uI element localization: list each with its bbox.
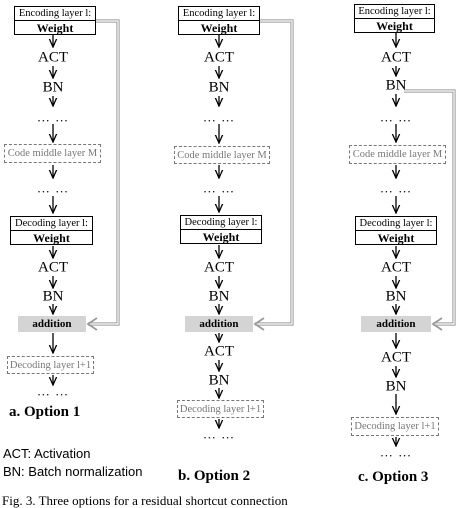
addition-box: addition	[361, 316, 431, 332]
decoder-title: Decoding layer l:	[181, 216, 261, 230]
shortcut-connection-inner	[255, 20, 293, 325]
act-label: ACT	[38, 49, 68, 66]
addition-box: addition	[185, 316, 253, 332]
decoder-box: Decoding layer l: Weight	[180, 215, 262, 244]
ellipsis: … …	[379, 180, 413, 196]
encoder-box: Encoding layer l: Weight	[178, 6, 260, 35]
encoder-weight: Weight	[200, 21, 238, 35]
decoder-title: Decoding layer l:	[11, 217, 92, 231]
shortcut-arrowhead	[86, 317, 98, 331]
bn-label: BN	[385, 378, 407, 395]
next-decoder-box: Decoding layer l+1	[177, 400, 264, 418]
decoder-box: Decoding layer l: Weight	[355, 216, 437, 245]
shortcut-arrowhead	[253, 317, 265, 331]
decoder-weight: Weight	[33, 231, 70, 245]
ellipsis: … …	[202, 109, 236, 125]
middle-layer-box: Code middle layer M	[4, 144, 101, 163]
encoder-weight: Weight	[376, 19, 413, 33]
act-label: ACT	[381, 49, 411, 66]
shortcut-connection	[255, 19, 294, 326]
figure-caption: Fig. 3. Three options for a residual sho…	[2, 493, 288, 508]
ellipsis: … …	[202, 426, 236, 442]
legend-bn: BN: Batch normalization	[3, 464, 143, 479]
middle-layer-box: Code middle layer M	[349, 145, 446, 164]
bn-label: BN	[385, 288, 407, 305]
encoder-box: Encoding layer l: Weight	[354, 4, 435, 33]
legend-act: ACT: Activation	[3, 446, 91, 461]
encoder-box: Encoding layer l: Weight	[14, 6, 96, 35]
act-label: ACT	[38, 259, 68, 276]
act-label: ACT	[381, 349, 411, 366]
encoder-title: Encoding layer l:	[355, 5, 434, 19]
option-caption: c. Option 3	[358, 469, 429, 485]
ellipsis: … …	[379, 109, 413, 125]
act-label: ACT	[204, 49, 234, 66]
encoder-title: Encoding layer l:	[179, 7, 259, 21]
shortcut-connection-inner	[88, 20, 119, 325]
shortcut-connection	[88, 19, 120, 326]
encoder-weight: Weight	[36, 21, 74, 35]
ellipsis: … …	[36, 180, 70, 196]
bn-label: BN	[208, 79, 230, 96]
shortcut-connection	[404, 89, 456, 326]
act-label: ACT	[381, 259, 411, 276]
encoder-title: Encoding layer l:	[15, 7, 95, 21]
bn-label: BN	[208, 288, 230, 305]
act-label: ACT	[204, 259, 234, 276]
next-decoder-box: Decoding layer l+1	[351, 417, 439, 436]
ellipsis: … …	[202, 180, 236, 196]
decoder-weight: Weight	[377, 231, 415, 245]
shortcut-arrowhead	[431, 317, 443, 331]
decoder-box: Decoding layer l: Weight	[10, 216, 93, 245]
bn-label: BN	[42, 288, 64, 305]
decoder-title: Decoding layer l:	[356, 217, 436, 231]
addition-box: addition	[18, 316, 86, 332]
bn-label: BN	[385, 77, 407, 94]
decoder-weight: Weight	[202, 230, 240, 244]
ellipsis: … …	[36, 383, 70, 399]
middle-layer-box: Code middle layer M	[174, 146, 270, 164]
bn-label: BN	[208, 372, 230, 389]
shortcut-connection-inner	[404, 90, 455, 325]
ellipsis: … …	[379, 444, 413, 460]
ellipsis: … …	[36, 109, 70, 125]
option-caption: b. Option 2	[178, 468, 251, 484]
option-caption: a. Option 1	[9, 404, 81, 420]
bn-label: BN	[42, 79, 64, 96]
act-label: ACT	[204, 343, 234, 360]
next-decoder-box: Decoding layer l+1	[7, 356, 94, 374]
